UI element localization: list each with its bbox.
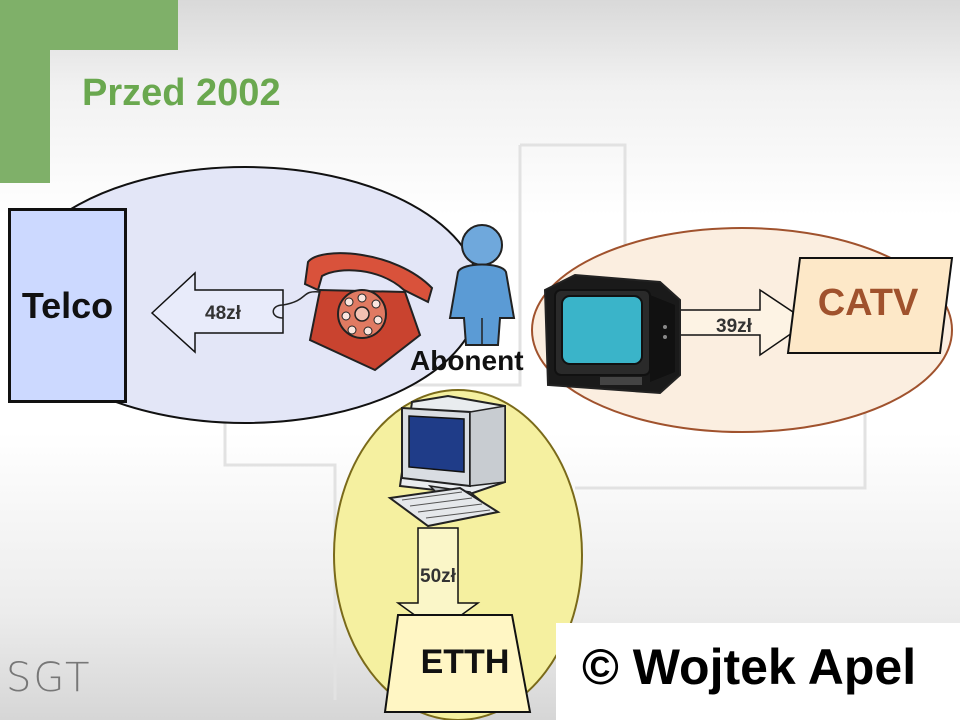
computer-icon (387, 394, 506, 528)
sgt-logo: SGT (6, 655, 91, 701)
telco-label: Telco (21, 285, 114, 326)
sgt-logo-text: SGT (6, 655, 92, 701)
telco-box (8, 208, 127, 403)
arrow-to-telco (150, 271, 284, 354)
catv-box (786, 257, 954, 354)
slide-title: Przed 2002 (82, 72, 281, 114)
etth-price-label: 50zł (420, 566, 456, 587)
etth-box (383, 614, 532, 713)
arrow-to-catv (679, 288, 810, 357)
telephone-icon (272, 252, 434, 372)
green-corner-bar (0, 0, 178, 50)
etth-label: ETTH (420, 643, 510, 681)
telco-price-label: 48zł (205, 303, 241, 324)
catv-price-label: 39zł (716, 316, 752, 337)
television-icon (543, 273, 681, 395)
catv-label: CATV (817, 282, 919, 324)
copyright-background (556, 623, 960, 720)
copyright-text: © Wojtek Apel (582, 639, 917, 695)
person-icon (448, 224, 516, 346)
abonent-label: Abonent (410, 345, 524, 376)
